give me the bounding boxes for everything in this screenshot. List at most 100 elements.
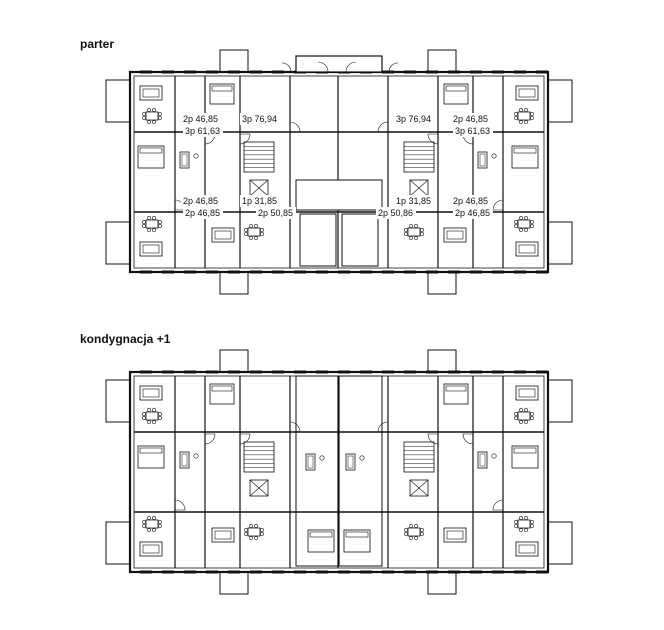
plan-title-kondygnacja: kondygnacja +1 (80, 332, 171, 346)
door-swing (204, 433, 216, 445)
dining-table (247, 527, 261, 537)
chair (420, 532, 424, 536)
technical-room (341, 213, 379, 267)
chair (514, 220, 518, 224)
exterior-wall (128, 70, 550, 274)
pillow (139, 147, 163, 154)
chair (260, 532, 264, 536)
pillow (513, 147, 537, 154)
plan-title-parter: parter (80, 37, 115, 51)
dining-table (145, 519, 159, 529)
chair (519, 108, 523, 112)
chair (404, 532, 408, 536)
sofa-cushion (142, 544, 160, 554)
unit-label-bg (181, 195, 221, 207)
toilet (193, 453, 199, 459)
chair (404, 228, 408, 232)
chair (414, 536, 418, 540)
chair (254, 224, 258, 228)
chair (244, 532, 248, 536)
unit-label: 2p 46,85 (453, 196, 488, 206)
chair (530, 224, 534, 228)
bathtub-inner (347, 455, 354, 469)
chair (158, 412, 162, 416)
technical-room (299, 213, 337, 267)
unit-label-bg (453, 207, 493, 219)
unit-label: 3p 76,94 (242, 114, 277, 124)
bathtub-inner (181, 153, 188, 167)
bathtub-inner (307, 455, 314, 469)
balcony (105, 521, 131, 565)
lobby (295, 179, 383, 211)
chair (524, 108, 528, 112)
door-swing (462, 433, 474, 445)
chair (249, 224, 253, 228)
dining-table (145, 111, 159, 121)
toilet (491, 153, 497, 159)
unit-label-bg (451, 195, 491, 207)
chair (260, 232, 264, 236)
bathtub-inner (479, 453, 486, 467)
balcony (219, 349, 249, 373)
chair (519, 216, 523, 220)
bathtub-inner (181, 453, 188, 467)
balcony (427, 349, 457, 373)
door-swing (239, 433, 251, 445)
balcony (219, 49, 249, 73)
staircase (243, 141, 275, 173)
chair (158, 220, 162, 224)
unit-label-bg (240, 113, 280, 125)
chair (152, 528, 156, 532)
chair (254, 536, 258, 540)
chair (260, 228, 264, 232)
sofa-cushion (214, 230, 232, 240)
door-swing (492, 199, 504, 211)
balcony (105, 221, 131, 265)
balcony (547, 221, 573, 265)
chair (152, 216, 156, 220)
chair (142, 412, 146, 416)
chair (249, 524, 253, 528)
unit-label-bg (453, 125, 493, 137)
chair (414, 524, 418, 528)
unit-label-bg (256, 207, 296, 219)
elevator-cross (249, 479, 269, 497)
dining-table (517, 519, 531, 529)
door-swing (427, 133, 439, 145)
balcony (427, 271, 457, 295)
chair (524, 420, 528, 424)
chair (519, 228, 523, 232)
chair (158, 112, 162, 116)
chair (147, 516, 151, 520)
chair (404, 232, 408, 236)
toilet (319, 455, 325, 461)
chair (142, 224, 146, 228)
chair (152, 228, 156, 232)
pillow (445, 385, 467, 392)
chair (414, 224, 418, 228)
unit-label: 2p 46,85 (183, 196, 218, 206)
pillow (445, 85, 467, 92)
chair (530, 412, 534, 416)
chair (142, 220, 146, 224)
chair (420, 232, 424, 236)
door-swing (174, 499, 186, 511)
unit-label: 2p 46,85 (455, 208, 490, 218)
chair (530, 116, 534, 120)
chair (147, 216, 151, 220)
balcony (427, 49, 457, 73)
unit-label-bg (181, 113, 221, 125)
unit-label: 2p 50,86 (378, 208, 413, 218)
dining-table (517, 219, 531, 229)
chair (420, 528, 424, 532)
unit-label-bg (183, 125, 223, 137)
chair (524, 120, 528, 124)
balcony (105, 379, 131, 423)
dining-table (517, 411, 531, 421)
chair (530, 416, 534, 420)
sofa-cushion (518, 88, 536, 98)
chair (254, 236, 258, 240)
toilet (193, 153, 199, 159)
